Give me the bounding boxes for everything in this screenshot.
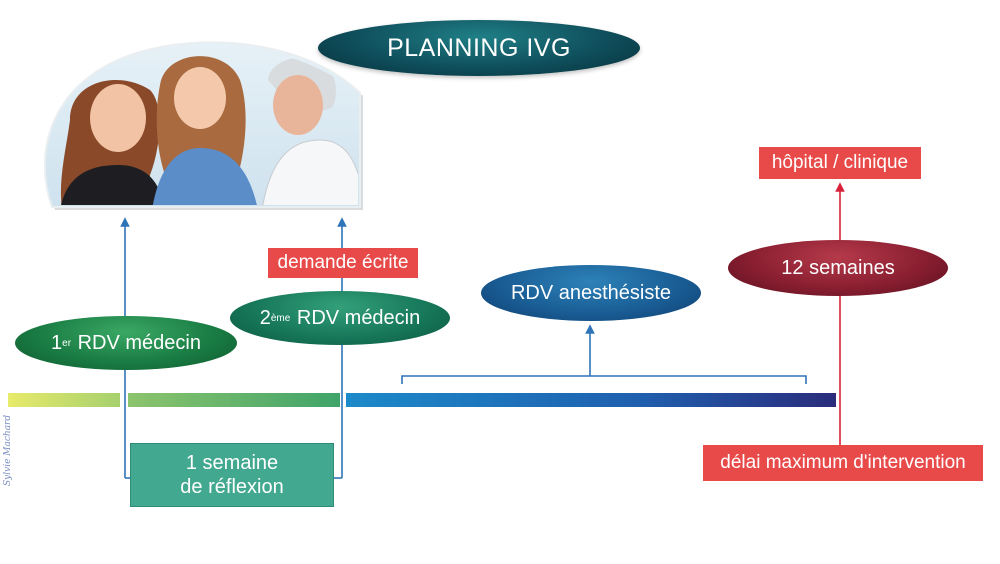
second-rdv-label: RDV médecin	[291, 306, 421, 329]
first-rdv-prefix: 1	[51, 331, 63, 354]
demande-ecrite-box: demande écrite	[268, 248, 418, 278]
timeline-segment-3	[346, 393, 836, 407]
twelve-weeks-label: 12 semaines	[781, 256, 895, 279]
page-title: PLANNING IVG	[387, 33, 571, 62]
hopital-clinique-box: hôpital / clinique	[759, 147, 921, 179]
reflexion-line-1: 1 semaine	[185, 452, 279, 474]
reflexion-line-2: de réflexion	[180, 476, 284, 498]
consultation-illustration	[43, 41, 363, 210]
timeline	[8, 393, 836, 407]
hopital-clinique-label: hôpital / clinique	[771, 152, 909, 173]
delai-maximum-label: délai maximum d'intervention	[720, 452, 966, 473]
title-pill: PLANNING IVG	[318, 20, 640, 76]
first-rdv-sup: er	[62, 337, 72, 349]
timeline-segment-1	[8, 393, 120, 407]
timeline-segment-2	[128, 393, 340, 407]
anesthesiste-bracket	[401, 375, 807, 384]
rdv-anesthesiste-pill: RDV anesthésiste	[481, 265, 701, 321]
second-rdv-prefix: 2	[259, 306, 271, 329]
twelve-weeks-pill: 12 semaines	[728, 240, 948, 296]
demande-ecrite-label: demande écrite	[277, 252, 409, 273]
first-rdv-label: RDV médecin	[72, 331, 201, 354]
reflexion-box: 1 semaine de réflexion	[130, 443, 334, 507]
rdv-anesthesiste-label: RDV anesthésiste	[510, 281, 672, 304]
second-rdv-sup: ème	[270, 312, 291, 324]
delai-maximum-box: délai maximum d'intervention	[703, 445, 983, 481]
artist-signature: Sylvie Machard	[3, 414, 13, 486]
